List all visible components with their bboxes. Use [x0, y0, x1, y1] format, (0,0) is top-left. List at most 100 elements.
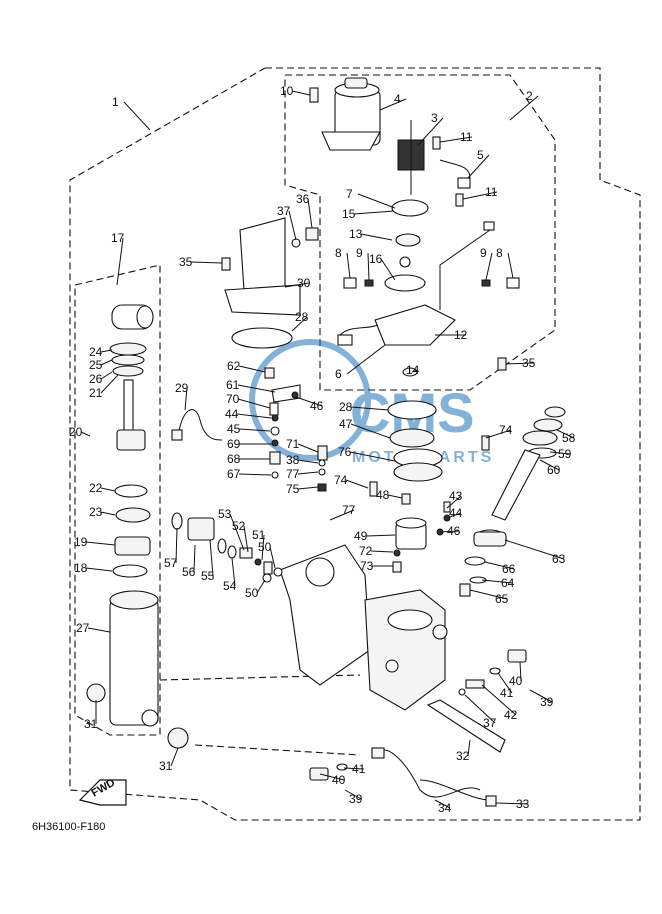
leader-line: [284, 282, 310, 288]
part-number-label: 31: [159, 759, 173, 773]
leader-line: [504, 539, 565, 560]
part-number-label: 28: [339, 400, 353, 414]
part-number-label: 29: [175, 381, 189, 395]
part-oring-41-left: [336, 763, 348, 771]
part-number-label: 40: [509, 674, 523, 688]
part-armature-3: [397, 120, 425, 195]
part-shaft-60: [491, 449, 541, 521]
part-valve-68: [269, 451, 281, 465]
part-bolt-10: [309, 87, 319, 103]
part-number-label: 49: [354, 529, 368, 543]
part-number-label: 76: [338, 445, 352, 459]
part-number-label: 13: [349, 227, 363, 241]
leader-line: [193, 544, 196, 573]
leader-line: [238, 365, 266, 373]
part-gasket-16: [384, 274, 426, 292]
part-number-label: 4: [394, 92, 401, 106]
part-number-label: 57: [164, 556, 178, 570]
part-number-label: 60: [547, 463, 561, 477]
part-cap-58: [522, 406, 566, 446]
part-piston-63: [473, 529, 507, 547]
part-oring-22: [114, 484, 148, 498]
part-bolt-35-right: [497, 357, 507, 371]
leader-line: [100, 371, 113, 380]
part-number-label: 10: [280, 84, 294, 98]
leader-line: [350, 423, 391, 439]
part-bolt-74-center: [369, 481, 378, 497]
part-number-label: 74: [499, 423, 513, 437]
part-oring-41-right: [489, 667, 501, 675]
part-ball-72: [393, 549, 401, 557]
part-bushing-31-right: [167, 727, 189, 749]
part-screw-48: [401, 493, 411, 505]
part-number-label: 33: [516, 797, 530, 811]
part-number-label: 36: [296, 192, 310, 206]
part-number-label: 72: [359, 544, 373, 558]
leader-line: [190, 261, 223, 264]
leader-line: [367, 252, 370, 281]
part-shim-70: [269, 402, 279, 416]
part-number-label: 18: [74, 561, 88, 575]
part-number-label: 52: [232, 519, 246, 533]
part-number-label: 2: [526, 89, 533, 103]
part-cap-19: [114, 536, 151, 556]
leader-line: [297, 443, 319, 453]
part-number-label: 77: [342, 503, 356, 517]
part-motor-4: [321, 77, 381, 151]
leader-line: [467, 739, 471, 757]
part-pipe-34: [371, 747, 481, 798]
leader-line: [238, 428, 271, 432]
part-bolt-35-left: [221, 257, 231, 271]
leader-line: [434, 799, 451, 809]
part-number-label: 66: [502, 562, 516, 576]
leader-line: [349, 451, 396, 462]
leader-line: [261, 534, 265, 561]
part-number-label: 61: [226, 378, 240, 392]
part-number-label: 23: [89, 505, 103, 519]
part-number-label: 31: [84, 717, 98, 731]
leader-line: [507, 252, 514, 279]
part-wire-lead: [439, 221, 495, 310]
leader-line: [446, 495, 462, 509]
part-oring-66: [464, 556, 486, 566]
leader-line: [291, 316, 308, 332]
leader-line: [345, 479, 369, 489]
part-number-label: 20: [69, 425, 83, 439]
leader-line: [484, 561, 515, 570]
part-number-label: 14: [406, 363, 420, 377]
leader-line: [100, 487, 116, 492]
diagram-code: 6H36100-F180: [32, 821, 105, 833]
part-cap-36: [305, 227, 319, 241]
part-gear-47: [389, 428, 435, 448]
part-number-label: 41: [500, 686, 514, 700]
leader-line: [539, 459, 560, 471]
leader-line: [469, 589, 508, 600]
part-number-label: 50: [258, 540, 272, 554]
part-reservoir-30: [224, 217, 301, 316]
part-number-label: 11: [485, 185, 498, 199]
leader-line: [170, 747, 179, 767]
leader-line: [295, 396, 323, 407]
part-number-label: 7: [346, 187, 353, 201]
part-number-label: 51: [252, 528, 266, 542]
leader-line: [446, 512, 462, 519]
part-brush-5: [439, 159, 471, 189]
part-oring-18: [112, 564, 148, 578]
part-spring-53: [239, 547, 253, 559]
part-housing-12: [337, 304, 456, 346]
leader-line: [307, 198, 313, 229]
leader-line: [236, 413, 272, 419]
part-number-label: 38: [286, 453, 300, 467]
part-seat-75: [317, 483, 327, 492]
part-number-label: 15: [342, 207, 356, 221]
part-brush-holder-7: [391, 199, 429, 217]
leader-line: [80, 431, 91, 437]
leader-line: [411, 369, 419, 373]
part-number-label: 73: [360, 559, 374, 573]
part-number-label: 67: [227, 467, 241, 481]
leader-line: [353, 210, 395, 215]
part-seal-23: [115, 507, 151, 523]
part-number-label: 47: [339, 417, 353, 431]
part-number-label: 32: [456, 749, 470, 763]
